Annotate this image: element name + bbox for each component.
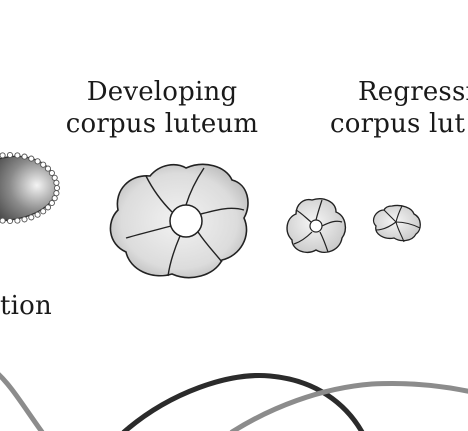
label-ovulation-fragment: tion (0, 291, 52, 321)
granulosa-bead (48, 199, 55, 207)
granulosa-bead (6, 151, 14, 159)
curve-dark (121, 373, 365, 431)
granulosa-bead (44, 204, 52, 211)
granulosa-bead (14, 217, 21, 224)
granulosa-bead (40, 208, 47, 215)
granulosa-bead (53, 184, 61, 192)
granulosa-bead (48, 169, 55, 177)
granulosa-bead (44, 165, 52, 172)
label-regressing-line1: Regressi (358, 77, 468, 107)
ovulating-follicle (0, 151, 61, 225)
hormone-curves (0, 372, 468, 431)
label-developing-line1: Developing (86, 77, 238, 107)
granulosa-bead (51, 174, 58, 181)
regressing-corpus-luteum-small (372, 204, 421, 243)
granulosa-bead (6, 217, 14, 225)
regressing-corpus-luteum-medium (286, 198, 347, 254)
granulosa-bead (40, 161, 47, 168)
granulosa-bead (21, 216, 28, 223)
label-regressing-line2: corpus lut (330, 109, 466, 139)
label-developing-line2: corpus luteum (65, 109, 259, 139)
developing-corpus-luteum (109, 163, 249, 279)
curve-light-right (229, 380, 468, 431)
label-developing-corpus-luteum: Developing corpus luteum (60, 76, 264, 140)
label-regressing-corpus-luteum: Regressi corpus lut (330, 76, 468, 140)
granulosa-bead (14, 152, 21, 159)
granulosa-bead (28, 214, 35, 221)
granulosa-bead (0, 217, 6, 224)
granulosa-bead (34, 211, 41, 218)
curve-light-left (0, 372, 45, 431)
granulosa-bead (34, 158, 41, 165)
granulosa-bead (51, 195, 58, 202)
granulosa-bead (53, 190, 60, 197)
granulosa-bead (0, 152, 6, 159)
granulosa-bead (28, 155, 35, 162)
granulosa-bead (53, 179, 60, 186)
granulosa-bead (21, 153, 28, 160)
